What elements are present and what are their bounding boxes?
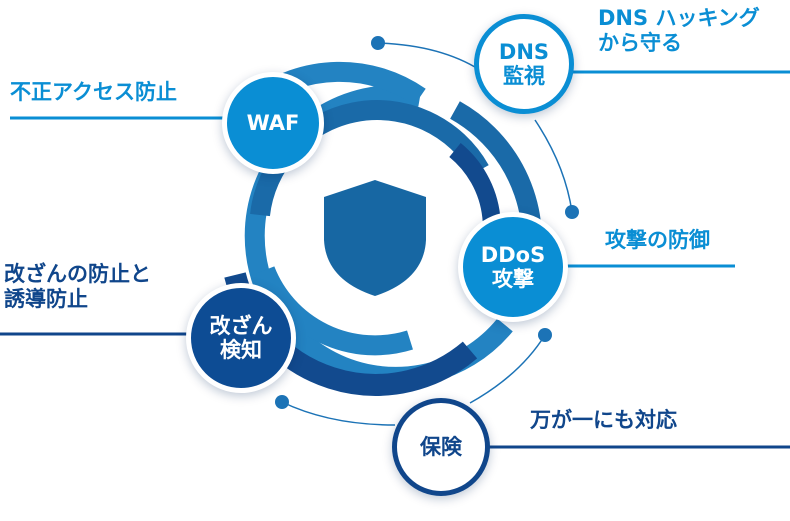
dns-description-line1: DNS ハッキング	[598, 6, 760, 30]
connector-arc	[534, 119, 573, 213]
tamper-node: 改ざん 検知	[186, 283, 296, 393]
ddos-description: 攻撃の防御	[605, 228, 710, 252]
connector-dot	[538, 328, 552, 342]
connector-arc	[377, 42, 481, 71]
insurance-label: 保険	[420, 435, 462, 459]
tamper-label-line1: 改ざん	[209, 314, 273, 338]
dns-label-line2: 監視	[503, 64, 545, 88]
insurance-node: 保険	[392, 398, 490, 496]
dns-label-line1: DNS	[498, 40, 550, 64]
insurance-description: 万が一にも対応	[530, 408, 677, 432]
connector-dot	[275, 395, 289, 409]
connector-arc	[281, 401, 396, 426]
connector-arc	[469, 334, 546, 404]
ddos-label-line2: 攻撃	[492, 267, 534, 291]
waf-description: 不正アクセス防止	[10, 80, 177, 104]
connector-dot	[565, 205, 579, 219]
middle-ring-arc	[255, 266, 413, 356]
dns-node: DNS 監視	[474, 14, 574, 114]
dns-description-line2: から守る	[598, 31, 682, 55]
waf-node: WAF	[222, 72, 324, 174]
tamper-description-line1: 改ざんの防止と	[4, 262, 151, 286]
tamper-description: 改ざんの防止と 誘導防止	[4, 262, 151, 312]
ddos-node: DDoS 攻撃	[458, 212, 568, 322]
connector-dot	[371, 36, 385, 50]
waf-label: WAF	[246, 111, 300, 135]
dns-description: DNS ハッキング から守る	[598, 6, 760, 56]
ddos-label-line1: DDoS	[480, 243, 546, 267]
tamper-label-line2: 検知	[220, 338, 262, 362]
tamper-description-line2: 誘導防止	[4, 287, 88, 311]
shield-icon	[324, 180, 426, 296]
